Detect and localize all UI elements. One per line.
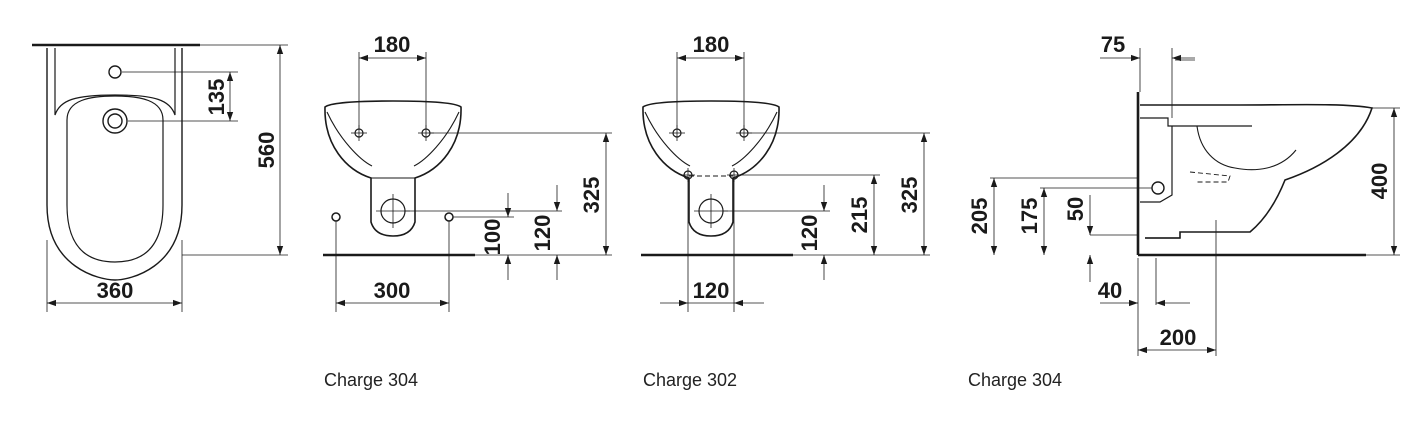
- dim-width: 360: [97, 278, 134, 303]
- dim-tap-hole: 135: [204, 79, 229, 116]
- dim-top-offset: 75: [1101, 32, 1125, 57]
- dim-bolt-height: 215: [847, 197, 872, 234]
- supply-outlet-icon: [1151, 181, 1165, 195]
- dim-outlet-height: 205: [967, 198, 992, 235]
- front-view-304: 180 300 100 120 325: [323, 32, 612, 312]
- deck-outline: [54, 48, 176, 116]
- caption-front-view-304: Charge 304: [324, 370, 419, 390]
- dim-bolt-spacing: 300: [374, 278, 411, 303]
- dim-outlet-height: 120: [530, 215, 555, 252]
- dim-fixing-spacing: 180: [374, 32, 411, 57]
- dim-height: 400: [1367, 163, 1392, 200]
- drain-inner-icon: [107, 113, 123, 129]
- bidet-outline: [1140, 103, 1374, 239]
- dim-bolt-spacing: 120: [693, 278, 730, 303]
- dim-supply-height: 175: [1017, 198, 1042, 235]
- bolt-right-icon: [444, 212, 454, 222]
- dim-fixing-height: 325: [579, 177, 604, 214]
- bowl-outline: [66, 95, 164, 263]
- top-view: 135 560 360: [32, 43, 288, 312]
- bidet-outline: [46, 48, 183, 281]
- dim-bolt-height: 100: [480, 219, 505, 256]
- dim-drain-height: 50: [1063, 197, 1088, 221]
- dim-outlet-height: 120: [797, 215, 822, 252]
- tap-hole-icon: [108, 65, 122, 79]
- caption-front-view-302: Charge 302: [643, 370, 738, 390]
- front-view-302: 180 120 120 215 325: [641, 32, 930, 312]
- bidet-outline: [642, 100, 780, 237]
- caption-side-view-304: Charge 304: [968, 370, 1063, 390]
- dim-fixing-spacing: 180: [693, 32, 730, 57]
- drain-outer-icon: [102, 108, 128, 134]
- dim-depth: 560: [254, 132, 279, 169]
- dim-drain-offset: 40: [1098, 278, 1122, 303]
- dim-fixing-height: 325: [897, 177, 922, 214]
- side-view-304: 75 205 175 50 40 200 400: [967, 32, 1400, 356]
- dim-projection: 200: [1160, 325, 1197, 350]
- bolt-left-icon: [331, 212, 341, 222]
